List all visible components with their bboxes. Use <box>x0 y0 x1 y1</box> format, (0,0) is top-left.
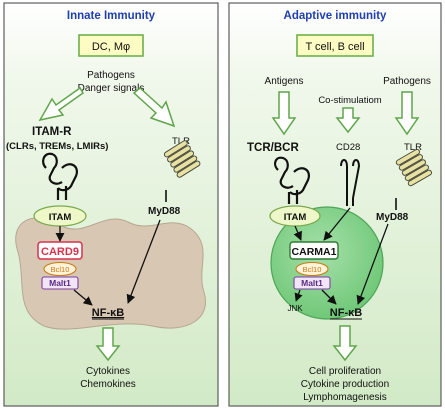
adaptive-costim-label: Co-stimulatiom <box>318 95 381 106</box>
tcr-bcr-receptor-icon <box>274 156 310 204</box>
innate-danger-signals-label: Danger signals <box>78 83 145 94</box>
adaptive-malt1-to-jnk-arrow <box>294 289 303 302</box>
innate-output-cytokines: Cytokines <box>86 366 130 377</box>
adaptive-panel-background <box>228 2 442 407</box>
innate-cells-box <box>78 34 144 57</box>
adaptive-myd88-label: MyD88 <box>376 212 409 223</box>
adaptive-output-proliferation: Cell proliferation <box>309 366 381 377</box>
adaptive-panel: Adaptive immunity T cell, B cell Antigen… <box>228 2 442 407</box>
adaptive-output-arrow <box>332 325 358 362</box>
adaptive-malt1-label: Malt1 <box>301 278 323 288</box>
adaptive-cd28-label: CD28 <box>336 142 360 153</box>
adaptive-itam-to-carma1-arrow <box>293 225 302 241</box>
adaptive-antigens-arrow <box>271 91 297 136</box>
adaptive-cd28-to-carma1-arrow <box>323 207 351 241</box>
innate-title: Innate Immunity <box>67 10 156 22</box>
adaptive-bcl10-node <box>295 261 329 277</box>
innate-malt1-to-nfkb-arrow <box>73 289 93 306</box>
innate-itam-r-label: ITAM-R <box>32 126 72 138</box>
innate-cells-label: DC, Mφ <box>92 41 130 53</box>
innate-stimulus-arrow-left <box>38 86 85 122</box>
innate-output-chemokines: Chemokines <box>80 379 136 390</box>
innate-myd88-to-nfkb-arrow <box>126 219 161 304</box>
adaptive-tlr-label: TLR <box>404 142 422 153</box>
adaptive-malt1-box <box>293 276 331 290</box>
adaptive-tcr-bcr-label: TCR/BCR <box>247 142 299 154</box>
adaptive-pathogens-arrow <box>394 91 420 136</box>
adaptive-title: Adaptive immunity <box>284 10 387 22</box>
adaptive-bcl10-label: Bcl10 <box>303 265 322 274</box>
adaptive-cells-box <box>296 34 374 57</box>
innate-card9-label: CARD9 <box>41 246 79 258</box>
innate-bcl10-label: Bcl10 <box>51 265 70 274</box>
adaptive-myd88-to-nfkb-arrow <box>356 223 389 305</box>
innate-output-arrow <box>95 327 121 362</box>
innate-nfkb-label: NF-κB <box>92 307 124 319</box>
innate-stimulus-arrow-right <box>132 87 176 128</box>
innate-itam-label: ITAM <box>49 212 72 223</box>
adaptive-antigens-label: Antigens <box>265 76 304 87</box>
innate-card9-box <box>37 241 83 260</box>
adaptive-cells-label: T cell, B cell <box>305 41 364 53</box>
innate-panel: Innate Immunity DC, Mφ Pathogens Danger … <box>3 2 219 407</box>
innate-itam-r-subtitle: (CLRs, TREMs, LMIRs) <box>6 141 108 152</box>
innate-myd88-label: MyD88 <box>148 206 181 217</box>
adaptive-malt1-to-nfkb-arrow <box>321 289 337 305</box>
adaptive-carma1-box <box>289 241 339 260</box>
cd28-receptor-icon <box>340 159 361 206</box>
innate-malt1-label: Malt1 <box>49 278 71 288</box>
adaptive-output-lymphomagenesis: Lymphomagenesis <box>303 392 387 403</box>
innate-malt1-box <box>41 276 79 290</box>
adaptive-output-cytokine-production: Cytokine production <box>301 379 389 390</box>
adaptive-jnk-label: JNK <box>287 304 303 313</box>
adaptive-pathogens-label: Pathogens <box>383 76 431 87</box>
adaptive-itam-label: ITAM <box>284 212 307 223</box>
adaptive-carma1-label: CARMA1 <box>292 246 337 258</box>
innate-pathogens-label: Pathogens <box>87 70 135 81</box>
adaptive-nfkb-label: NF-κB <box>330 307 362 319</box>
innate-tlr-label: TLR <box>172 136 190 147</box>
innate-bcl10-node <box>43 261 77 277</box>
itam-r-receptor-icon <box>42 152 78 200</box>
adaptive-costim-arrow <box>335 107 361 134</box>
